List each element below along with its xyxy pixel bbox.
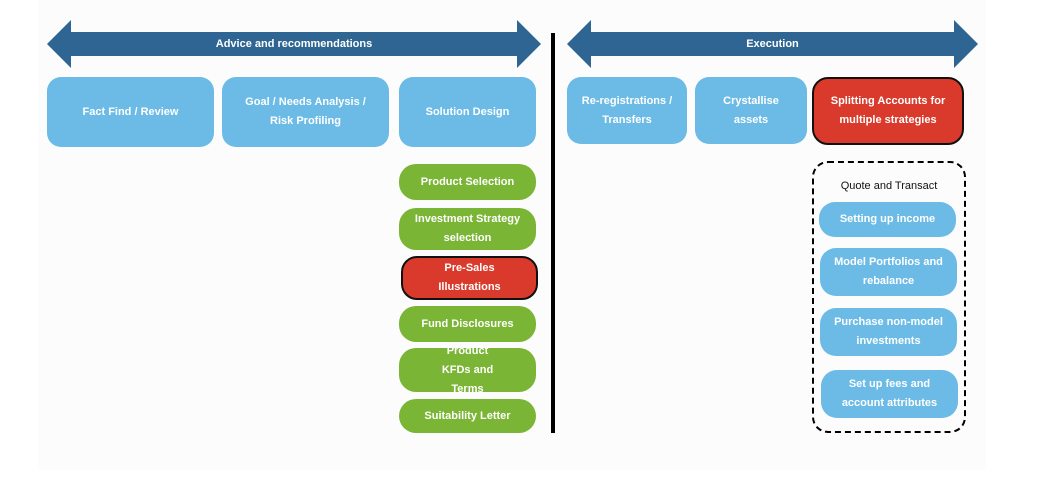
step-model-portfolios-label: Model Portfolios and rebalance	[834, 256, 943, 287]
stage-solution-design: Solution Design	[399, 77, 536, 147]
stage-fact-find-label: Fact Find / Review	[82, 105, 179, 118]
quote-transact-title: Quote and Transact	[840, 180, 938, 192]
phase-divider	[551, 33, 555, 433]
step-suitability-letter-label: Suitability Letter	[424, 409, 511, 422]
step-set-up-fees: Set up fees and account attributes	[821, 370, 958, 418]
stage-solution-design-label: Solution Design	[425, 105, 510, 118]
stage-goal-needs-analysis-label: Goal / Needs Analysis / Risk Profiling	[245, 96, 366, 127]
step-model-portfolios: Model Portfolios and rebalance	[820, 248, 957, 296]
advice-arrow: Advice and recommendations	[47, 20, 541, 68]
step-purchase-non-model-label: Purchase non-model investments	[834, 316, 943, 347]
step-fund-disclosures-label: Fund Disclosures	[421, 317, 514, 330]
stage-fact-find: Fact Find / Review	[47, 77, 214, 147]
stage-crystallise-assets-label: Crystallise assets	[723, 94, 779, 126]
stage-crystallise-assets: Crystallise assets	[695, 77, 807, 144]
stage-splitting-accounts-label: Splitting Accounts for multiple strategi…	[830, 95, 946, 126]
quote-transact-group	[812, 161, 966, 433]
stage-re-registrations: Re-registrations / Transfers	[567, 77, 687, 144]
step-pre-sales-illustrations-label: Pre-Sales Illustrations	[438, 262, 501, 293]
stage-splitting-accounts: Splitting Accounts for multiple strategi…	[812, 77, 964, 145]
stage-goal-needs-analysis: Goal / Needs Analysis / Risk Profiling	[222, 77, 389, 147]
step-pre-sales-illustrations: Pre-Sales Illustrations	[401, 256, 538, 300]
stage-re-registrations-label: Re-registrations / Transfers	[581, 94, 673, 126]
step-purchase-non-model: Purchase non-model investments	[820, 308, 957, 356]
step-investment-strategy: Investment Strategy selection	[399, 208, 536, 250]
advice-arrow-label: Advice and recommendations	[215, 38, 373, 50]
step-product-selection-label: Product Selection	[420, 175, 515, 188]
execution-arrow-label: Execution	[746, 38, 799, 50]
step-set-up-fees-label: Set up fees and account attributes	[841, 378, 938, 409]
step-product-selection: Product Selection	[399, 164, 536, 200]
step-setting-up-income-label: Setting up income	[839, 213, 936, 225]
step-product-kfds-label: Product KFDs and Terms	[441, 344, 494, 395]
execution-arrow: Execution	[567, 20, 978, 68]
step-fund-disclosures: Fund Disclosures	[399, 306, 536, 342]
step-setting-up-income: Setting up income	[819, 202, 956, 237]
step-investment-strategy-label: Investment Strategy selection	[414, 213, 521, 244]
step-suitability-letter: Suitability Letter	[399, 399, 536, 433]
step-product-kfds: Product KFDs and Terms	[399, 345, 536, 395]
